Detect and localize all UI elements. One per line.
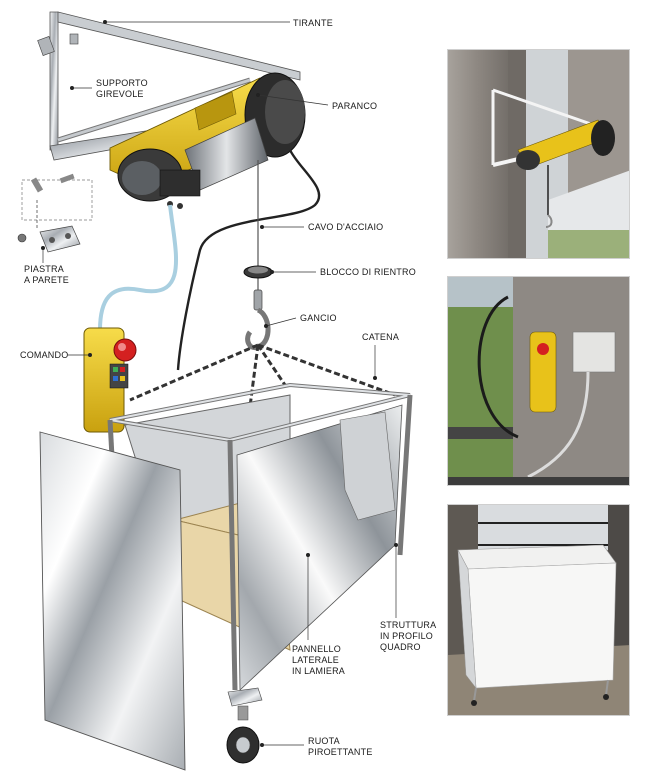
label-pannello-line3: IN LAMIERA <box>292 666 345 676</box>
label-struttura-line3: QUADRO <box>380 642 421 652</box>
label-piastra: PIASTRA A PARETE <box>24 264 69 285</box>
hoist <box>109 72 306 209</box>
label-supporto-line2: GIREVOLE <box>96 89 144 99</box>
label-ruota-line2: PIROETTANTE <box>308 747 373 757</box>
label-supporto-line1: SUPPORTO <box>96 78 148 88</box>
photo-cabinet-on-balcony-image <box>448 505 629 715</box>
label-pannello-line1: PANNELLO <box>292 644 341 654</box>
stop-block <box>243 265 273 279</box>
black-power-cable <box>176 149 321 371</box>
label-struttura-line2: IN PROFILO <box>380 631 433 641</box>
label-ruota-line1: RUOTA <box>308 736 340 746</box>
label-blocco: BLOCCO DI RIENTRO <box>320 267 416 277</box>
photo-control-box <box>447 276 630 486</box>
label-supporto: SUPPORTO GIREVOLE <box>96 78 150 99</box>
label-cavo: CAVO D'ACCIAIO <box>308 222 383 232</box>
label-ruota: RUOTA PIROETTANTE <box>308 736 373 757</box>
photo-hoist-on-wall-image <box>448 50 629 258</box>
label-gancio: GANCIO <box>300 313 337 323</box>
photo-hoist-on-wall <box>447 49 630 259</box>
label-tirante: TIRANTE <box>293 18 333 28</box>
caster <box>226 687 263 764</box>
photo-control-box-image <box>448 277 629 485</box>
cabinet <box>39 382 413 771</box>
blue-control-cable <box>98 204 178 331</box>
photo-cabinet-on-balcony <box>447 504 630 716</box>
label-pannello: PANNELLO LATERALE IN LAMIERA <box>292 644 345 676</box>
label-piastra-line2: A PARETE <box>24 275 69 285</box>
label-comando: COMANDO <box>20 350 68 360</box>
label-pannello-line2: LATERALE <box>292 655 339 665</box>
leader-lines <box>41 20 398 747</box>
label-struttura: STRUTTURA IN PROFILO QUADRO <box>380 620 439 652</box>
wall-plate <box>17 173 93 253</box>
label-piastra-line1: PIASTRA <box>24 264 64 274</box>
hook <box>245 289 271 350</box>
label-paranco: PARANCO <box>332 101 377 111</box>
label-catena: CATENA <box>362 332 399 342</box>
label-struttura-line1: STRUTTURA <box>380 620 436 630</box>
control-pendant <box>83 327 137 433</box>
